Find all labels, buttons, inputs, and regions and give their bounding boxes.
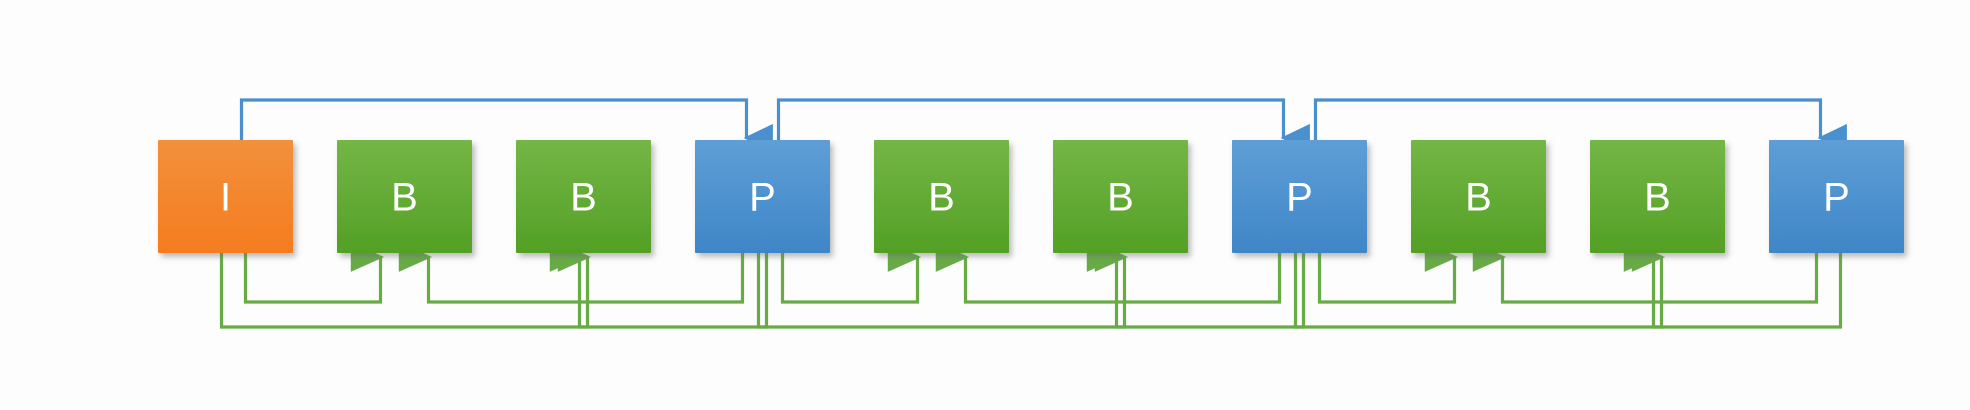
node-p-9[interactable]: P: [1769, 140, 1904, 253]
blue-edge-layer: [239, 98, 1847, 153]
node-label: B: [1465, 176, 1492, 220]
node-b-5[interactable]: B: [1053, 140, 1188, 253]
blue-edge-1: [776, 98, 1310, 153]
blue-edge-2: [1313, 98, 1847, 153]
node-rect[interactable]: [1411, 140, 1546, 253]
node-rect[interactable]: [874, 140, 1009, 253]
green-edge-1: [219, 242, 592, 329]
node-b-8[interactable]: B: [1590, 140, 1725, 253]
node-b-1[interactable]: B: [337, 140, 472, 253]
node-label: B: [570, 176, 597, 220]
node-rect[interactable]: [1590, 140, 1725, 253]
node-label: I: [220, 176, 231, 220]
node-label: P: [749, 176, 776, 220]
node-rect[interactable]: [337, 140, 472, 253]
node-rect[interactable]: [1769, 140, 1904, 253]
node-rect[interactable]: [1232, 140, 1367, 253]
green-edge-2: [398, 242, 745, 304]
green-edge-9: [1293, 242, 1666, 329]
node-label: B: [928, 176, 955, 220]
green-edge-10: [1472, 242, 1819, 304]
green-edge-0: [243, 242, 385, 304]
green-edge-8: [1317, 242, 1459, 304]
node-label: B: [1644, 176, 1671, 220]
node-label: B: [1107, 176, 1134, 220]
node-b-2[interactable]: B: [516, 140, 651, 253]
node-rect[interactable]: [1053, 140, 1188, 253]
node-rect[interactable]: [158, 140, 293, 253]
node-label: B: [391, 176, 418, 220]
node-i-0[interactable]: I: [158, 140, 293, 253]
green-edge-7: [1086, 242, 1306, 329]
node-p-3[interactable]: P: [695, 140, 830, 253]
green-edge-6: [935, 242, 1282, 304]
blue-edge-0: [239, 98, 773, 153]
node-b-4[interactable]: B: [874, 140, 1009, 253]
node-label: P: [1823, 176, 1850, 220]
green-edge-4: [780, 242, 922, 304]
node-label: P: [1286, 176, 1313, 220]
node-b-7[interactable]: B: [1411, 140, 1546, 253]
green-edge-3: [549, 242, 769, 329]
node-p-6[interactable]: P: [1232, 140, 1367, 253]
green-edge-layer: [219, 242, 1843, 329]
node-rect[interactable]: [695, 140, 830, 253]
green-edge-11: [1623, 242, 1843, 329]
node-rect[interactable]: [516, 140, 651, 253]
green-edge-5: [756, 242, 1129, 329]
